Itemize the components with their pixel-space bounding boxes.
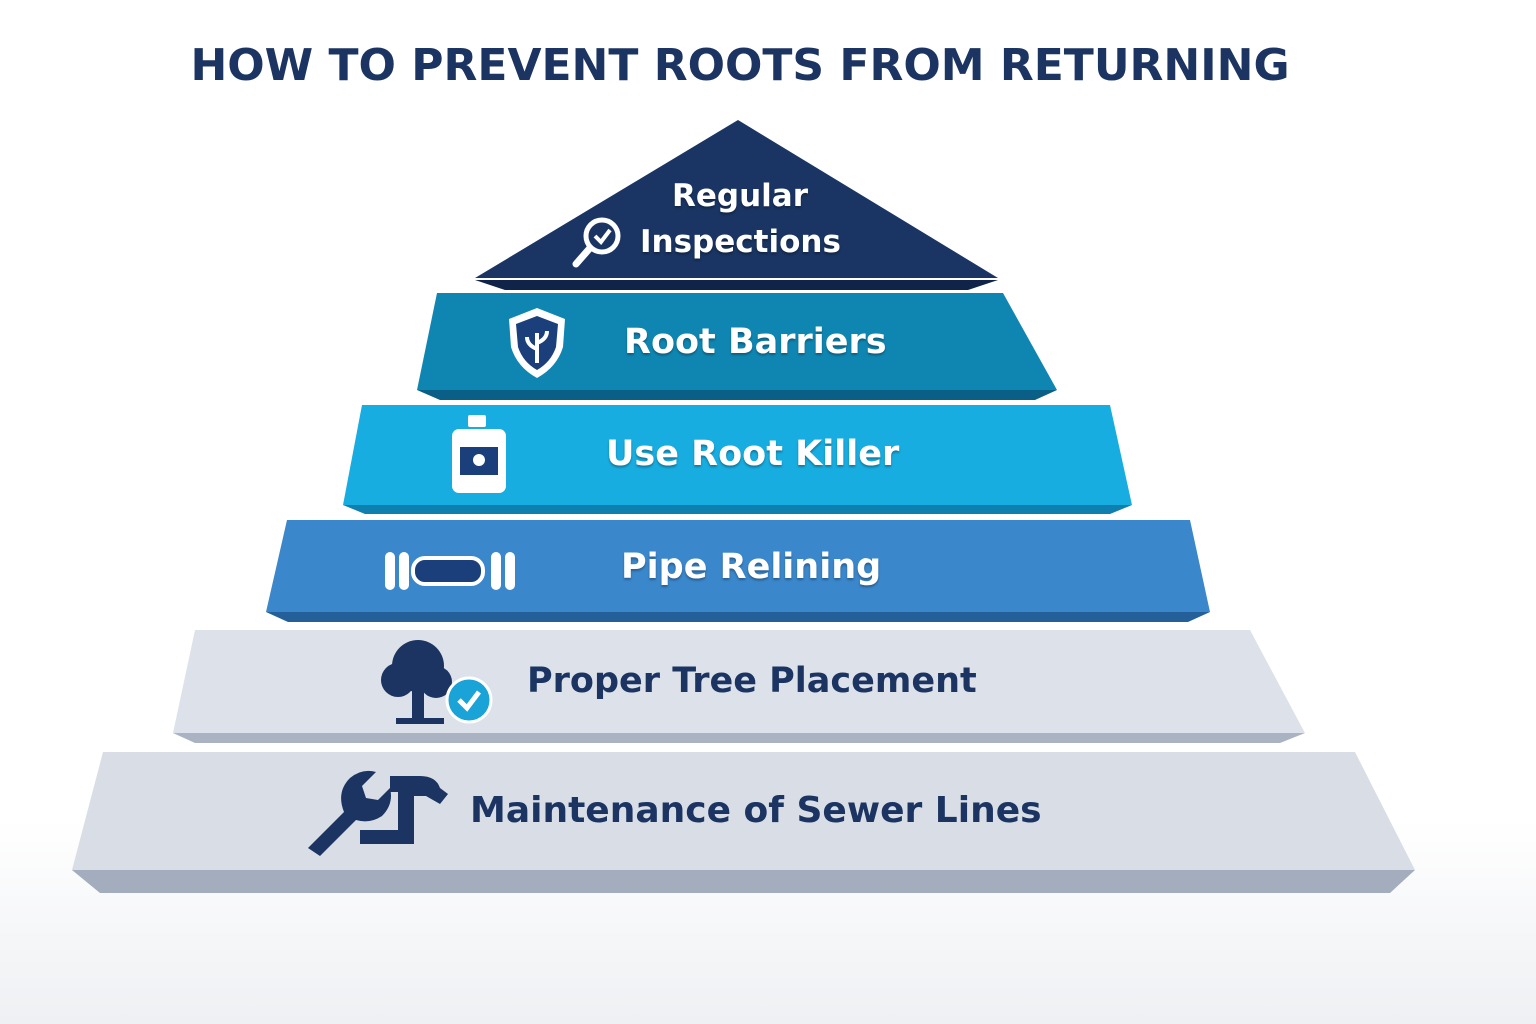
pipe-icon <box>383 548 523 598</box>
level-label-sewer-maintenance: Maintenance of Sewer Lines <box>470 790 1042 831</box>
level-label-root-killer: Use Root Killer <box>606 434 900 474</box>
magnifier-check-icon <box>570 212 630 276</box>
pyramid-level-pipe-relining <box>266 520 1210 622</box>
pyramid-level-root-barriers <box>417 293 1057 400</box>
level-label-root-barriers: Root Barriers <box>624 322 887 362</box>
level-label-inspections: Regular Inspections <box>640 173 841 265</box>
wrench-pipe-icon <box>300 764 460 868</box>
level-label-pipe-relining: Pipe Relining <box>621 547 882 587</box>
pyramid-level-root-killer <box>343 405 1132 514</box>
page-title: HOW TO PREVENT ROOTS FROM RETURNING <box>190 40 1290 91</box>
shield-plant-icon <box>505 305 569 385</box>
bottle-icon <box>450 413 508 499</box>
level-label-tree-placement: Proper Tree Placement <box>527 661 977 701</box>
label-line-1: Regular <box>672 178 808 214</box>
tree-check-icon <box>378 636 496 732</box>
label-line-2: Inspections <box>640 224 841 260</box>
